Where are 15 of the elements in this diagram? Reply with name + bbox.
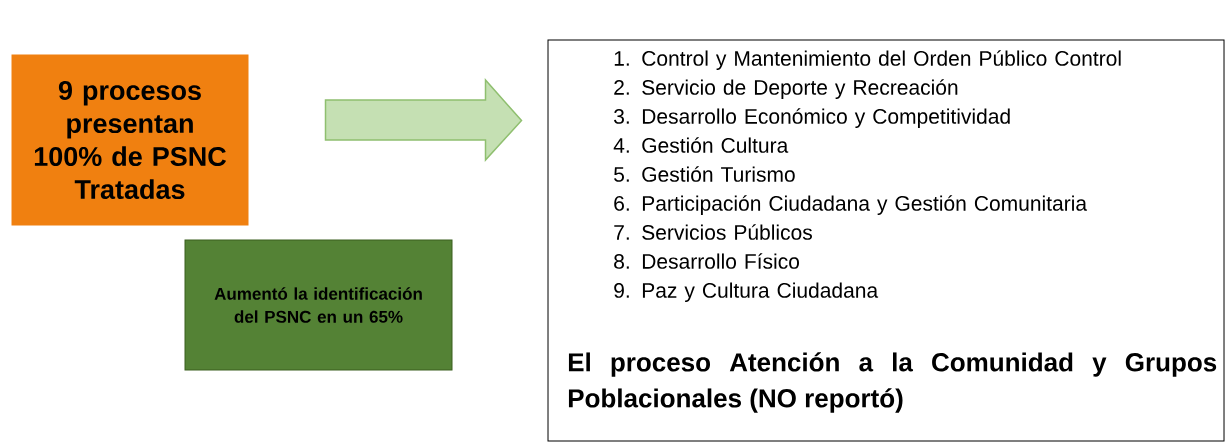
node-label: 3. Desarrollo Económico y Competitividad xyxy=(614,108,1010,129)
numbered-list: 1. Control y Mantenimiento del Orden Público Control 2. Servicio de Deporte y Recreación 3. Desarrollo Económico y Competitividad 4. Gestión Cultura 5. Gestión Turismo 6. Participación Ciudadana y Gestión Comunitaria 7. Servicios Públicos 8. Desarrollo Físico 9. Paz y Cultura Ciudadana xyxy=(613,50,1121,302)
node-label: 4. Gestión Cultura xyxy=(613,137,789,153)
list-panel xyxy=(547,39,1225,442)
node-label: 8. Desarrollo Físico xyxy=(614,253,800,269)
node-label: 1. Control y Mantenimiento del Orden Público Control xyxy=(614,50,1121,71)
node-label: 9. Paz y Cultura Ciudadana xyxy=(614,282,879,303)
node-label: 6. Participación Ciudadana y Gestión Comunitaria xyxy=(614,195,1088,216)
note-box: Aumentó la identificación del PSNC en un 65% xyxy=(184,239,453,371)
node-label: 2. Servicio de Deporte y Recreación xyxy=(614,79,958,100)
block-arrow xyxy=(324,78,523,162)
statement-text: El proceso Atención a la Comunidad y Grupos Poblacionales (NO reportó) xyxy=(568,352,1217,413)
process-box: 9 procesos presentan 100% de PSNC Tratadas xyxy=(11,54,249,226)
node-label: 5. Gestión Turismo xyxy=(614,166,795,182)
node-label: 7. Servicios Públicos xyxy=(614,224,812,240)
